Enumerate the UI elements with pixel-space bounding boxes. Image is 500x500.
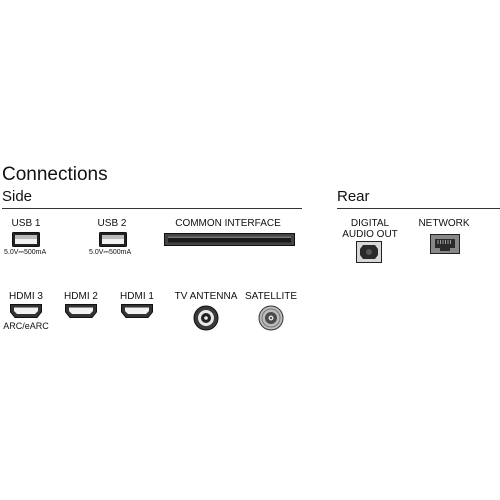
hdmi-port-icon (121, 304, 153, 323)
hdmi-port-icon (10, 304, 42, 323)
satellite-label: SATELLITE (244, 291, 298, 302)
side-divider (2, 208, 302, 209)
rear-divider (337, 208, 500, 209)
usb-port-icon (12, 232, 40, 252)
satellite-port-icon (258, 305, 284, 336)
ethernet-port-icon (430, 234, 460, 259)
optical-audio-port-icon (356, 241, 382, 268)
hdmi3-label: HDMI 3 (9, 291, 43, 302)
usb2-power-rating: 5.0V⎓500mA (89, 249, 132, 256)
usb1-label: USB 1 (11, 218, 41, 229)
common-interface-label: COMMON INTERFACE (175, 218, 281, 229)
digital-audio-label-line2: AUDIO OUT (342, 229, 398, 240)
network-label: NETWORK (418, 218, 470, 229)
hdmi3-arc-note: ARC/eARC (3, 321, 49, 331)
antenna-port-icon (193, 305, 219, 336)
section-side-heading: Side (2, 188, 33, 205)
hdmi-port-icon (65, 304, 97, 323)
page-title: Connections (2, 164, 108, 185)
usb1-power-rating: 5.0V⎓500mA (4, 249, 47, 256)
hdmi2-label: HDMI 2 (64, 291, 98, 302)
section-rear-heading: Rear (337, 188, 370, 205)
hdmi1-label: HDMI 1 (120, 291, 154, 302)
digital-audio-label-line1: DIGITAL (350, 218, 390, 229)
usb2-label: USB 2 (97, 218, 127, 229)
tv-antenna-label: TV ANTENNA (174, 291, 238, 302)
usb-port-icon (99, 232, 127, 252)
common-interface-slot-icon (164, 233, 295, 251)
